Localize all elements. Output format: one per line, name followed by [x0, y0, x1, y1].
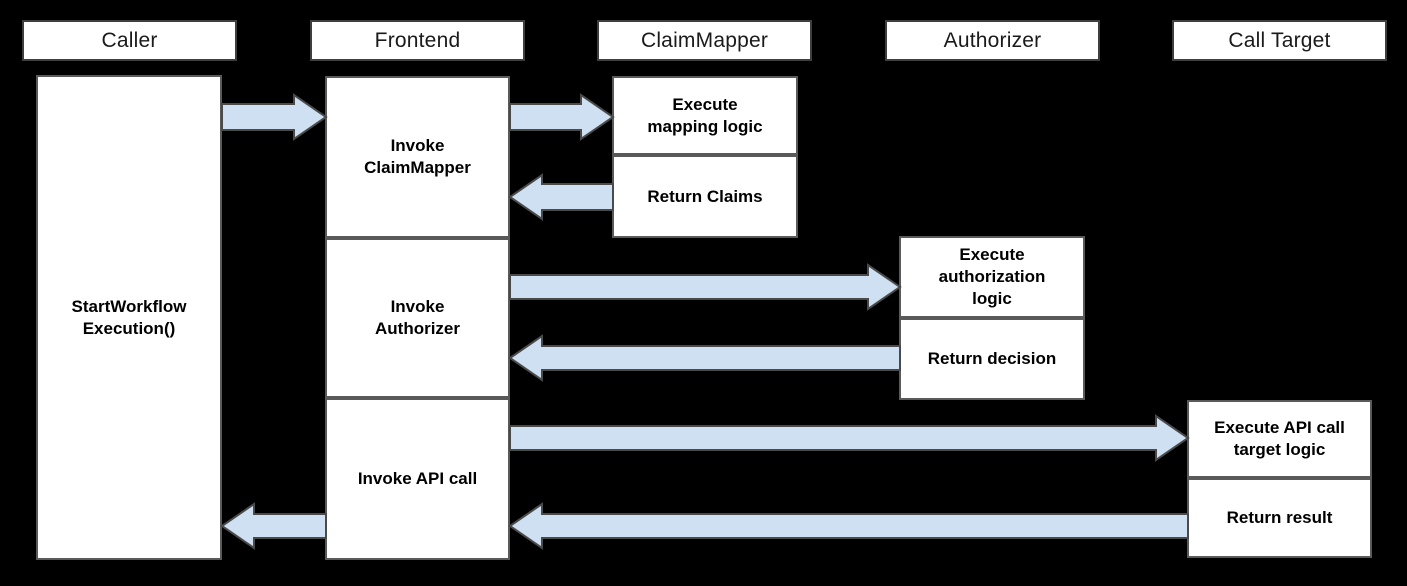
- message-arrow-caller-to-frontend: [221, 93, 328, 141]
- message-arrow-frontend-to-caller: [220, 502, 327, 550]
- activation-authorizer-return-decision-label: Return decision: [927, 349, 1057, 369]
- activation-claimmapper-return-claims: Return Claims: [612, 155, 798, 238]
- message-arrow-claimmapper-to-frontend: [508, 173, 614, 221]
- lane-header-claimmapper: ClaimMapper: [597, 20, 812, 61]
- message-arrow-frontend-to-authorizer: [509, 263, 902, 311]
- lane-header-frontend-label: Frontend: [374, 28, 461, 52]
- activation-frontend-invoke-api-call: Invoke API call: [325, 398, 510, 560]
- lane-header-caller: Caller: [22, 20, 237, 61]
- message-arrow-frontend-to-calltarget: [509, 414, 1190, 462]
- message-arrow-authorizer-to-frontend: [508, 334, 901, 382]
- message-arrow-frontend-to-claimmapper: [509, 93, 615, 141]
- lane-header-calltarget-label: Call Target: [1228, 28, 1331, 52]
- lane-header-frontend: Frontend: [310, 20, 525, 61]
- activation-frontend-invoke-api-call-label: Invoke API call: [357, 469, 478, 489]
- lane-header-authorizer: Authorizer: [885, 20, 1100, 61]
- activation-calltarget-return-result-label: Return result: [1226, 508, 1333, 528]
- lane-header-caller-label: Caller: [101, 28, 158, 52]
- activation-claimmapper-return-claims-label: Return Claims: [647, 186, 763, 206]
- lane-header-calltarget: Call Target: [1172, 20, 1387, 61]
- message-arrow-calltarget-to-frontend: [508, 502, 1189, 550]
- lane-header-claimmapper-label: ClaimMapper: [640, 28, 769, 52]
- activation-calltarget-return-result: Return result: [1187, 478, 1372, 558]
- lane-header-authorizer-label: Authorizer: [943, 28, 1042, 52]
- activation-authorizer-return-decision: Return decision: [899, 318, 1085, 400]
